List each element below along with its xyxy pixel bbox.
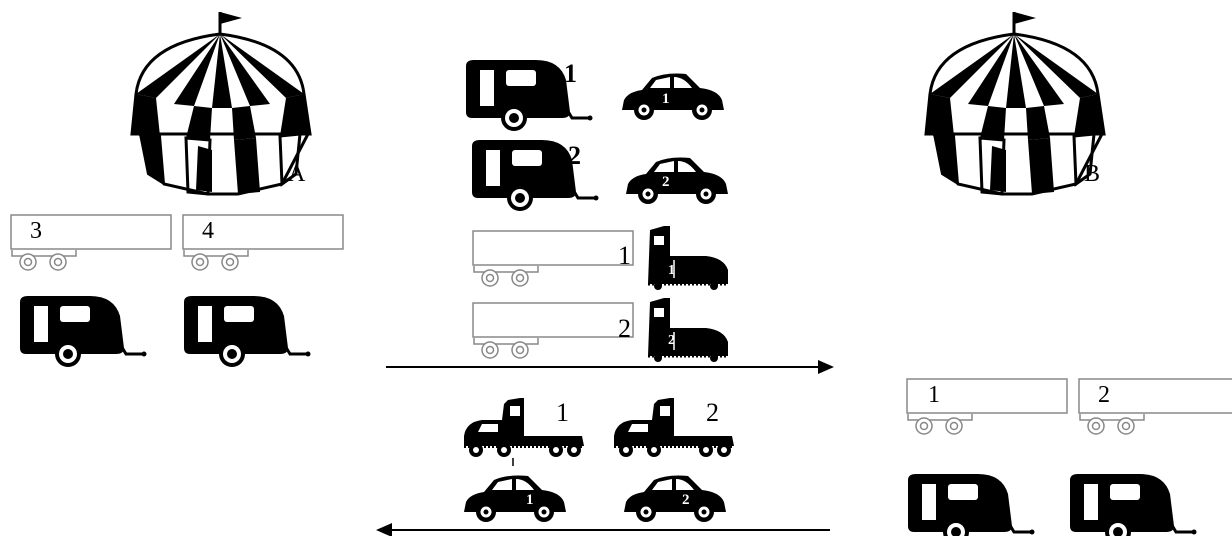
car-icon — [624, 476, 726, 523]
circus-tent-a: A — [132, 12, 310, 194]
trailer-label: 4 — [202, 218, 214, 244]
outbound-caravan-car-1: 1 1 — [466, 59, 724, 131]
caravan-label: 1 — [996, 490, 1007, 515]
semi-trailer-icon — [473, 303, 633, 358]
car-icon — [622, 74, 724, 121]
arrow-left-icon — [376, 523, 830, 536]
semi-trailer-icon — [473, 231, 633, 286]
circus-tent-b: B — [926, 12, 1104, 194]
car-label: 1 — [526, 492, 534, 508]
trailer-label: 2 — [618, 314, 631, 343]
site-b-trailer-1: 1 — [907, 379, 1067, 434]
site-b-caravan-2: 2 — [1070, 474, 1197, 536]
caravan-icon — [184, 296, 311, 367]
caravan-label: 3 — [108, 310, 119, 335]
truck-label: 1 — [556, 398, 569, 427]
trailer-label: 1 — [618, 241, 631, 270]
caravan-label: 4 — [272, 310, 283, 335]
caravan-icon — [1070, 474, 1197, 536]
site-a-trailer-1: 3 — [11, 215, 171, 270]
trailer-label: 2 — [1098, 382, 1110, 408]
return-truck-1: 1 — [464, 398, 584, 466]
arrow-right-icon — [386, 360, 834, 374]
circus-a-label: A — [288, 161, 306, 187]
truck-cab-icon — [648, 298, 728, 362]
circus-tent-icon — [132, 12, 310, 194]
outbound-caravan-car-2: 2 2 — [472, 140, 728, 211]
caravan-icon — [20, 296, 147, 367]
truck-cab-icon — [648, 226, 728, 290]
return-car-2: 2 — [624, 476, 726, 523]
circus-b-label: B — [1084, 161, 1100, 187]
site-b-trailer-2: 2 — [1079, 379, 1232, 434]
caravan-label: 1 — [564, 59, 577, 88]
caravan-label: 2 — [1158, 490, 1169, 515]
car-label: 2 — [682, 492, 690, 508]
circus-tent-icon — [926, 12, 1104, 194]
site-a-caravan-2: 4 — [184, 296, 311, 367]
caravan-icon — [908, 474, 1035, 536]
return-car-1: 1 — [464, 476, 566, 523]
car-label: 2 — [662, 174, 670, 190]
caravan-label: 2 — [568, 141, 581, 170]
car-label: 1 — [662, 91, 670, 107]
car-icon — [464, 476, 566, 523]
trailer-label: 3 — [30, 218, 42, 244]
truck-label: 1 — [668, 263, 675, 278]
return-truck-2: 2 — [614, 398, 734, 457]
outbound-truck-trailer-2: 2 2 — [473, 298, 728, 362]
truck-label: 2 — [668, 333, 675, 348]
site-a-caravan-1: 3 — [20, 296, 147, 367]
site-a-trailer-2: 4 — [183, 215, 343, 270]
car-icon — [626, 158, 728, 205]
site-b-caravan-1: 1 — [908, 474, 1035, 536]
outbound-truck-trailer-1: 1 1 — [473, 226, 728, 290]
trailer-label: 1 — [928, 382, 940, 408]
truck-label: 2 — [706, 398, 719, 427]
